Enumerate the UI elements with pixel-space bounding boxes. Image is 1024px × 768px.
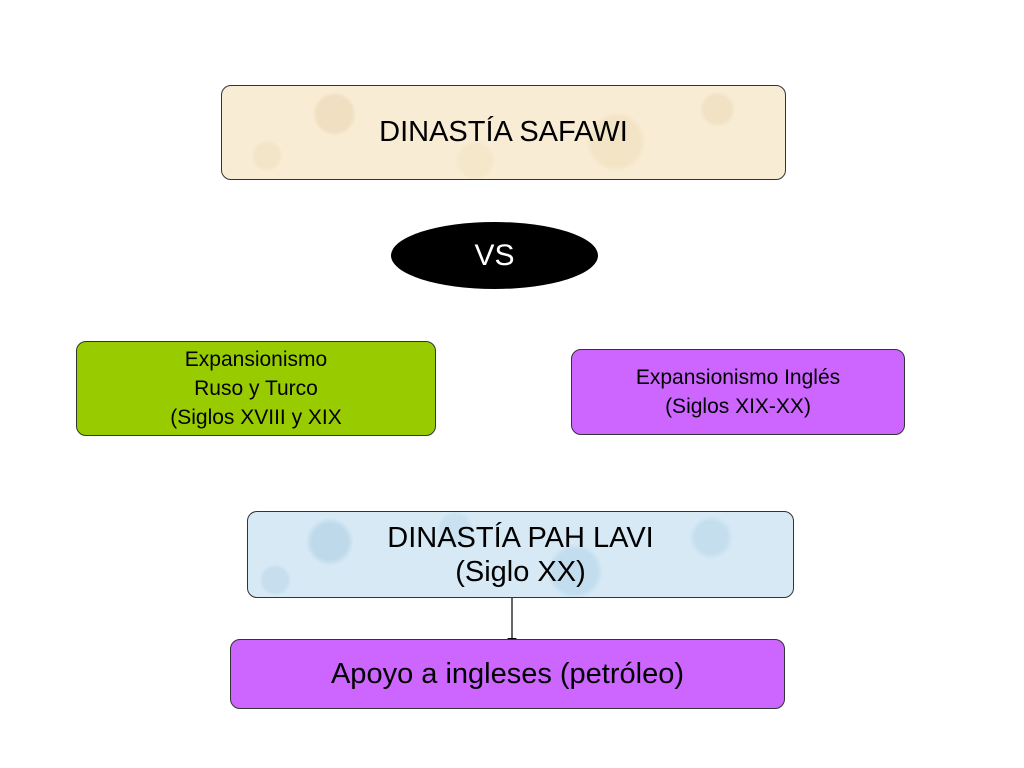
node-ingles-line-1: Expansionismo Inglés (635, 366, 841, 389)
node-expansionismo-ruso-turco: Expansionismo Ruso y Turco (Siglos XVIII… (76, 341, 436, 436)
node-ruso-line-2: Ruso y Turco (194, 377, 318, 400)
node-dinastia-safawi: DINASTÍA SAFAWI (221, 85, 786, 180)
node-ruso-line-3: (Siglos XVIII y XIX (170, 406, 342, 429)
node-apoyo-ingleses: Apoyo a ingleses (petróleo) (230, 639, 785, 709)
node-expansionismo-ingles: Expansionismo Inglés (Siglos XIX-XX) (571, 349, 905, 435)
node-vs: VS (391, 222, 598, 289)
node-dinastia-pahlavi: DINASTÍA PAH LAVI (Siglo XX) (247, 511, 794, 598)
node-dinastia-safawi-label: DINASTÍA SAFAWI (379, 116, 628, 148)
node-vs-label: VS (474, 238, 515, 272)
node-ingles-line-2: (Siglos XIX-XX) (665, 395, 811, 418)
node-pahlavi-line-2: (Siglo XX) (455, 555, 586, 588)
node-ruso-line-1: Expansionismo (184, 348, 328, 371)
node-pahlavi-line-1: DINASTÍA PAH LAVI (387, 521, 654, 554)
node-apoyo-label: Apoyo a ingleses (petróleo) (330, 657, 685, 690)
